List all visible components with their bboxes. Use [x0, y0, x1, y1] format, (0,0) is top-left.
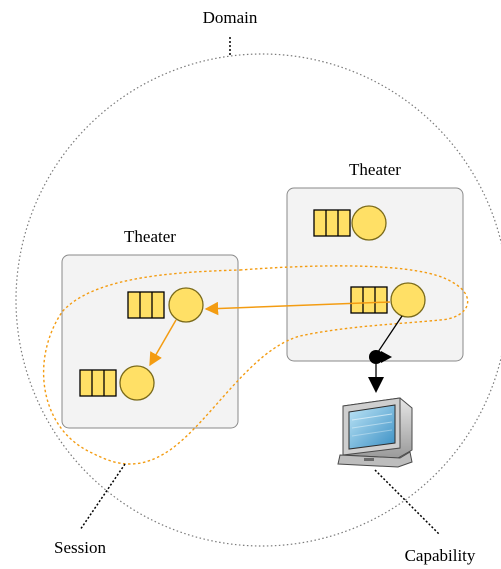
- message-arrow-cross-theater: [204, 301, 391, 316]
- theater-box-left: [61, 254, 239, 429]
- capability-arrowhead: [368, 377, 384, 393]
- domain-boundary: [15, 53, 501, 547]
- session-outline: [42, 265, 469, 465]
- theater-label-left: Theater: [124, 227, 176, 246]
- message-queue-icon: [79, 369, 117, 397]
- session-leader-line: [79, 463, 126, 531]
- theater-label-right: Theater: [349, 160, 401, 179]
- session-label: Session: [54, 538, 106, 557]
- capability-label: Capability: [405, 546, 476, 565]
- actor-circle-icon: [390, 282, 426, 318]
- actor-circle-icon: [351, 205, 387, 241]
- capability-port-dot: [369, 350, 383, 364]
- message-queue-icon: [350, 286, 388, 314]
- actor-circle-icon: [168, 287, 204, 323]
- capability-port-tip: [381, 351, 392, 363]
- message-queue-icon: [127, 291, 165, 319]
- actor-circle-icon: [119, 365, 155, 401]
- message-queue-icon: [313, 209, 351, 237]
- domain-label: Domain: [203, 8, 258, 27]
- message-arrow-local: [149, 319, 177, 367]
- computer-monitor-icon: [337, 397, 413, 468]
- capability-connector-line: [377, 315, 403, 353]
- capability-leader-line: [374, 469, 441, 536]
